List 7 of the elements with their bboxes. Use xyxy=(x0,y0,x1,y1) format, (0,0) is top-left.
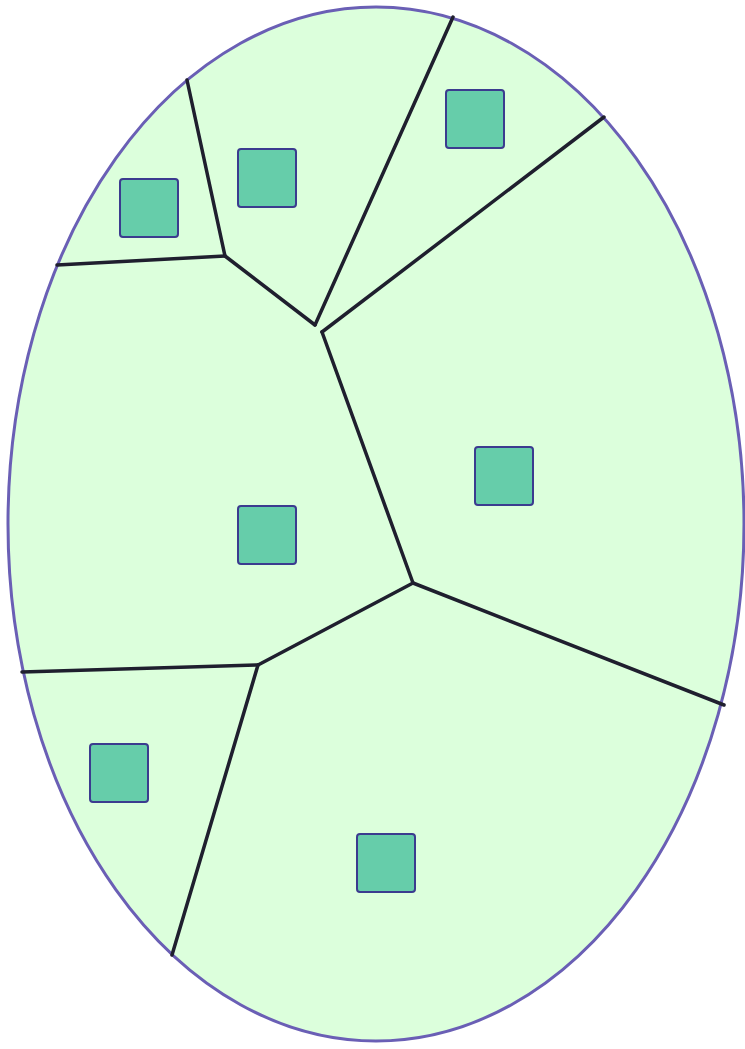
square xyxy=(356,833,416,893)
square xyxy=(474,446,534,506)
square xyxy=(237,505,297,565)
square xyxy=(445,89,505,149)
square xyxy=(119,178,179,238)
square xyxy=(237,148,297,208)
square xyxy=(89,743,149,803)
